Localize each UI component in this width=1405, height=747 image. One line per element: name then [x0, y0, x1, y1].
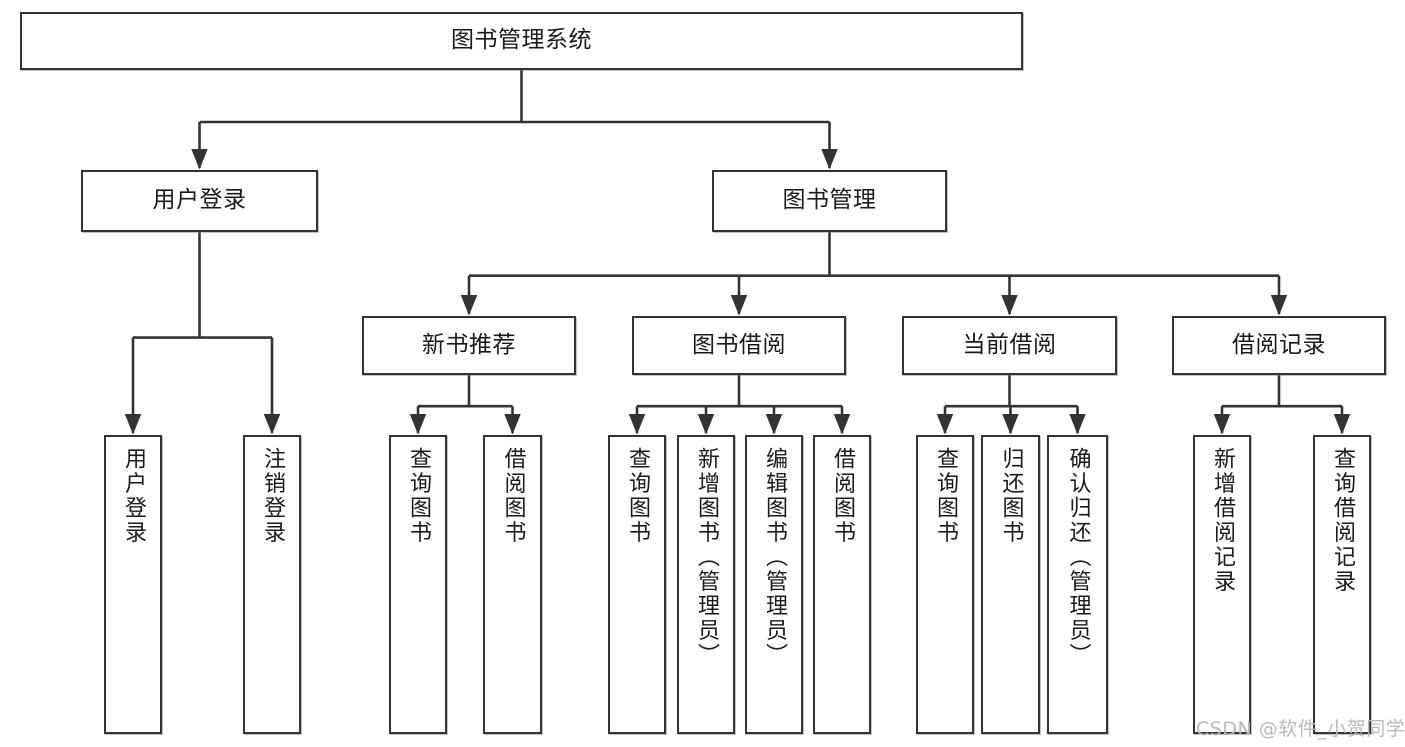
- node-leaf-rec-borrow[interactable]: 借阅图书: [483, 435, 542, 734]
- node-label: 图书管理: [782, 187, 877, 214]
- node-leaf-user-logout[interactable]: 注销登录: [243, 435, 301, 734]
- node-label: 借阅图书: [830, 447, 855, 545]
- node-label: 确认归还（管理员）: [1065, 447, 1091, 668]
- node-leaf-rec-query[interactable]: 查询图书: [389, 435, 447, 734]
- node-book-borrow[interactable]: 图书借阅: [632, 316, 846, 375]
- node-label: 新增图书（管理员）: [694, 447, 719, 668]
- node-label: 图书管理系统: [451, 27, 592, 54]
- node-user-login[interactable]: 用户登录: [81, 170, 318, 232]
- watermark: CSDN @软件_小贺同学: [1196, 718, 1405, 740]
- node-leaf-cur-return[interactable]: 归还图书: [981, 435, 1040, 734]
- connector-lines: [124, 70, 1351, 435]
- node-current-borrow[interactable]: 当前借阅: [902, 316, 1117, 375]
- node-label: 查询图书: [933, 447, 958, 545]
- node-label: 用户登录: [152, 187, 247, 214]
- node-new-book-rec[interactable]: 新书推荐: [362, 316, 576, 375]
- node-label: 查询图书: [406, 447, 431, 545]
- node-leaf-cur-query[interactable]: 查询图书: [916, 435, 974, 734]
- node-label: 当前借阅: [962, 331, 1057, 358]
- node-borrow-record[interactable]: 借阅记录: [1172, 316, 1386, 375]
- node-label: 借阅记录: [1232, 331, 1326, 358]
- node-label: 借阅图书: [500, 447, 526, 545]
- node-root[interactable]: 图书管理系统: [20, 12, 1023, 70]
- node-leaf-borrow-edit[interactable]: 编辑图书（管理员）: [745, 435, 803, 734]
- node-book-manage[interactable]: 图书管理: [712, 170, 947, 232]
- node-leaf-cur-confirm[interactable]: 确认归还（管理员）: [1047, 435, 1108, 734]
- node-leaf-user-login[interactable]: 用户登录: [104, 435, 162, 734]
- node-leaf-rec-add[interactable]: 新增借阅记录: [1193, 435, 1251, 734]
- node-label: 用户登录: [121, 447, 146, 545]
- node-label: 图书借阅: [692, 331, 786, 358]
- node-label: 新增借阅记录: [1210, 447, 1235, 594]
- node-label: 查询图书: [625, 447, 650, 545]
- node-leaf-rec-search[interactable]: 查询借阅记录: [1313, 435, 1371, 734]
- node-label: 归还图书: [998, 447, 1024, 545]
- node-leaf-borrow-query[interactable]: 查询图书: [608, 435, 666, 734]
- node-label: 查询借阅记录: [1330, 447, 1355, 594]
- node-label: 注销登录: [260, 447, 285, 545]
- node-leaf-borrow-lend[interactable]: 借阅图书: [813, 435, 871, 734]
- node-label: 新书推荐: [422, 331, 516, 358]
- node-label: 编辑图书（管理员）: [762, 447, 787, 668]
- node-leaf-borrow-add[interactable]: 新增图书（管理员）: [677, 435, 735, 734]
